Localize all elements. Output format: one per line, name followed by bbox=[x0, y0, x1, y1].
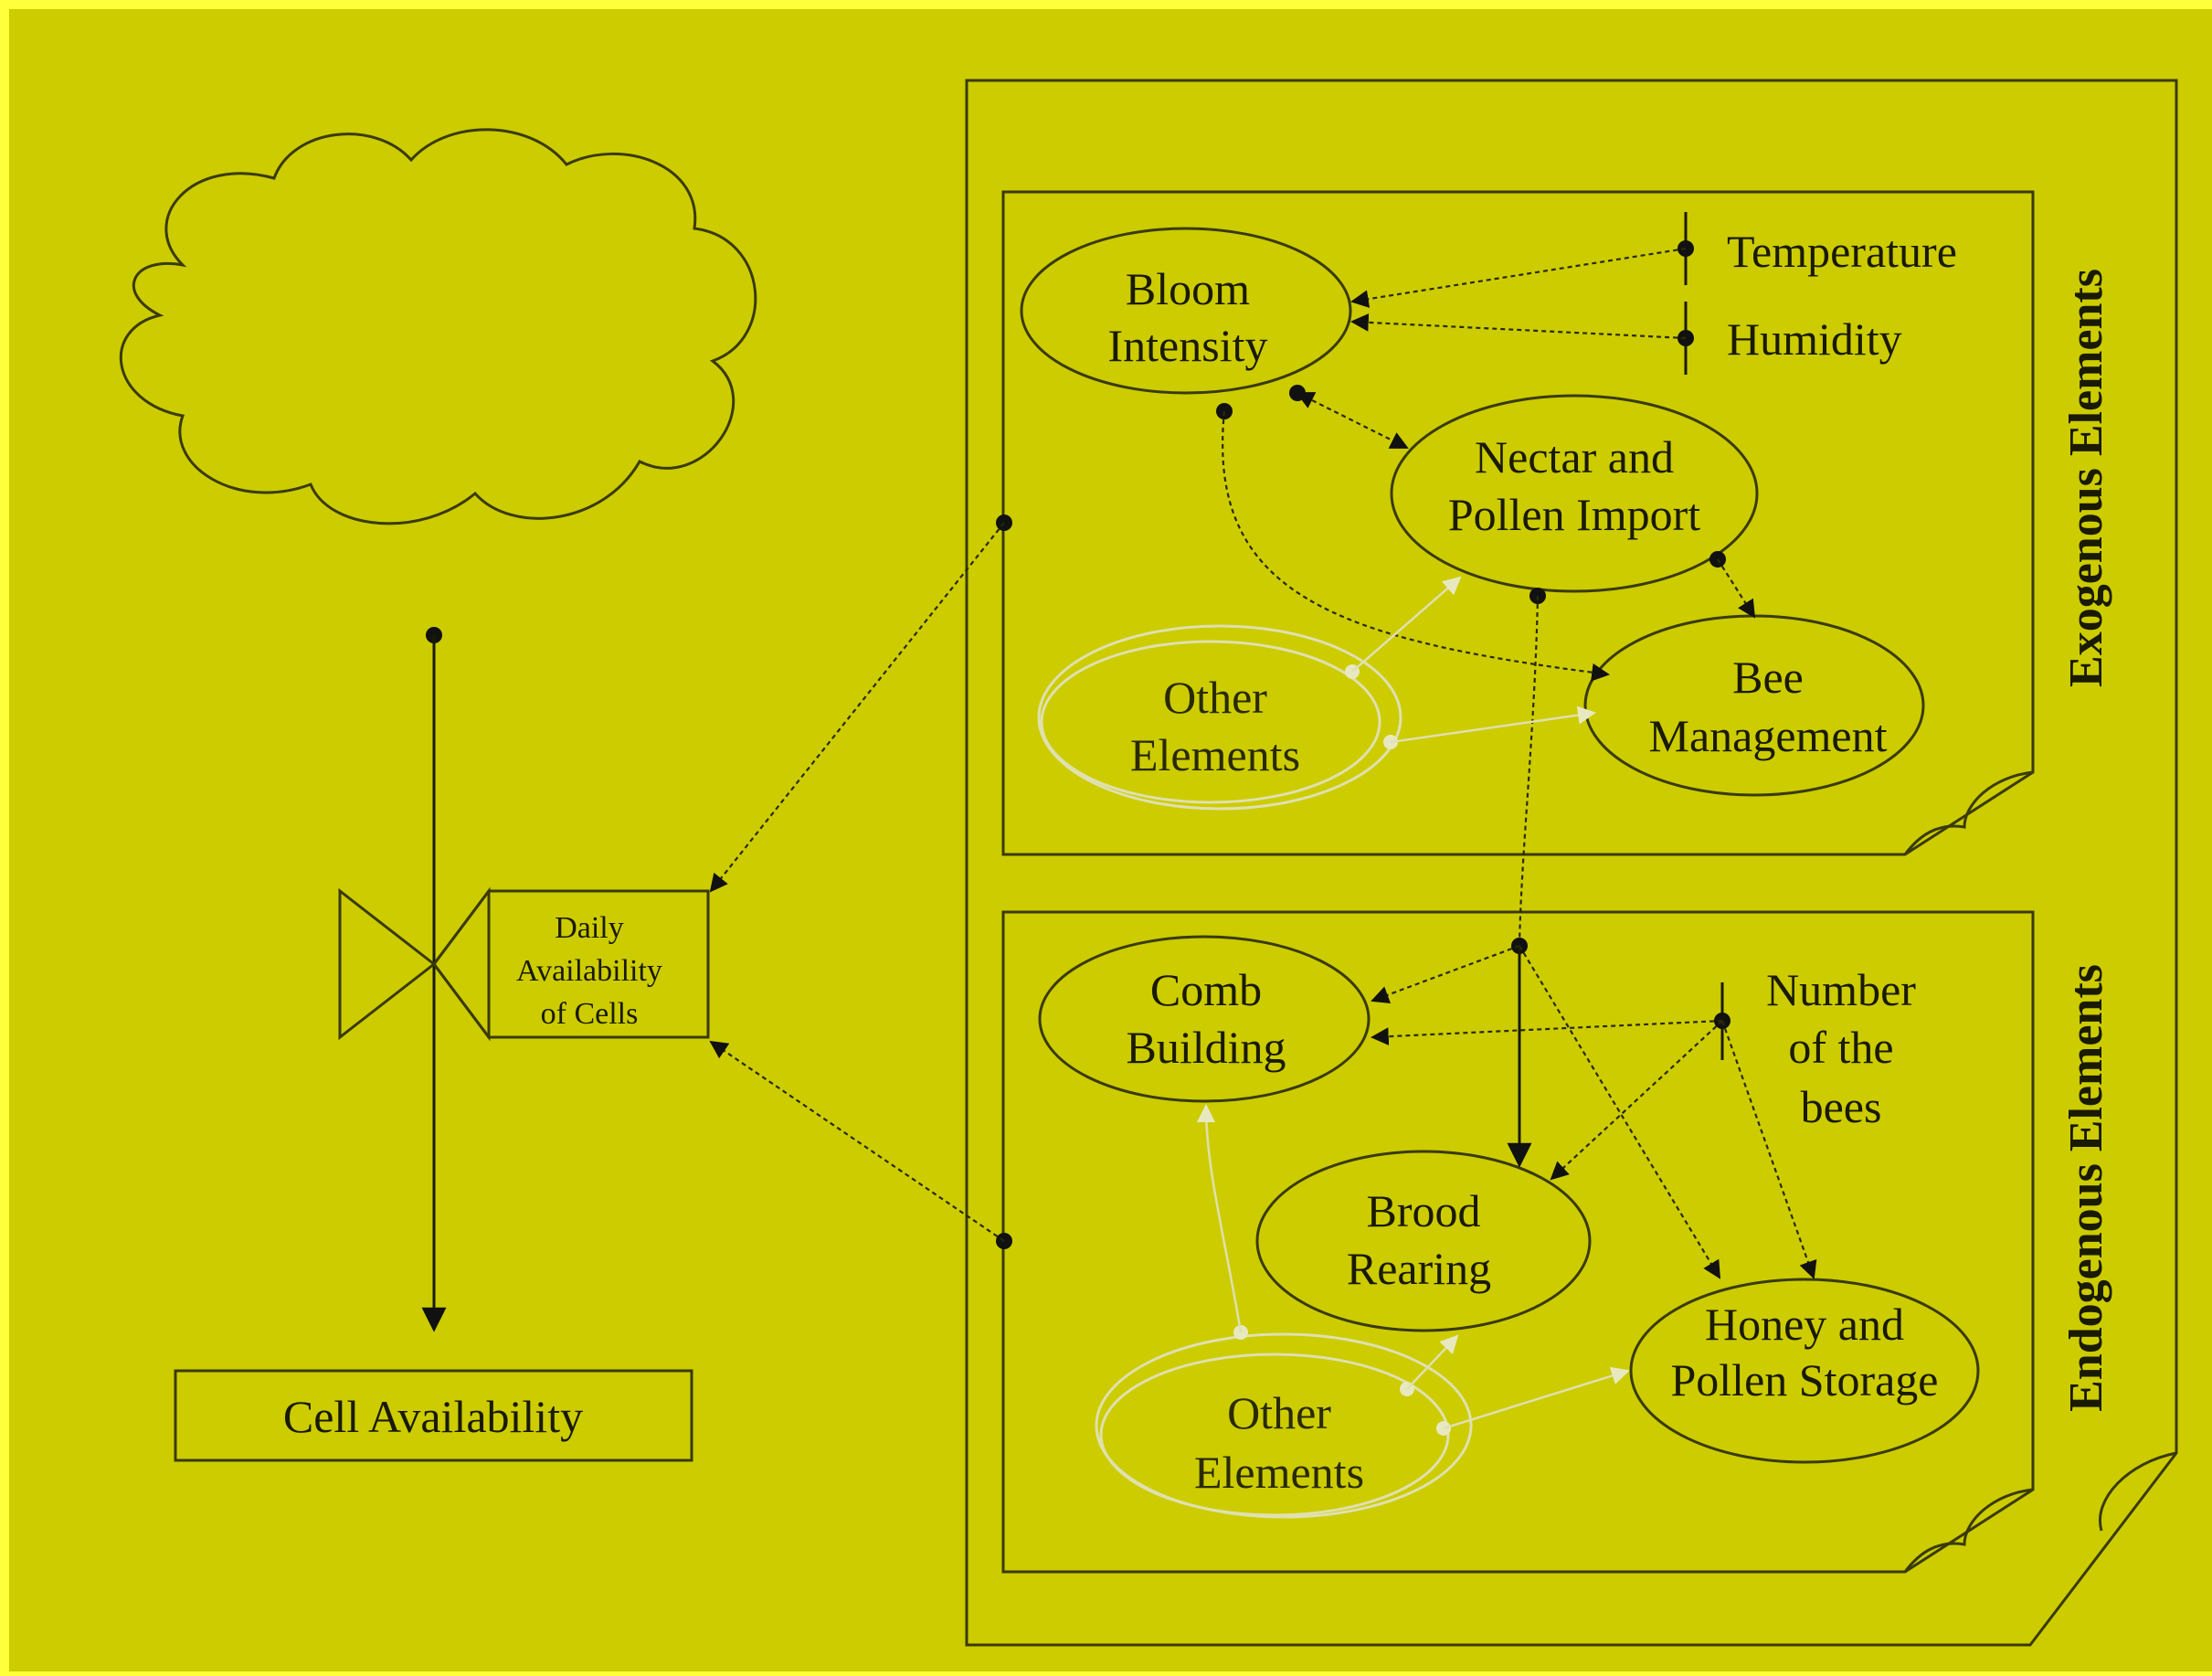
bees-label-3: bees bbox=[1801, 1081, 1882, 1132]
nectar-label-1: Nectar and bbox=[1475, 431, 1674, 483]
brood-rearing-node bbox=[1255, 1150, 1592, 1332]
outer-container bbox=[965, 79, 2178, 1647]
nectar-pollen-import-node bbox=[1390, 394, 1759, 593]
bees-to-brood-link bbox=[1550, 1020, 1723, 1181]
nectar-to-comb-link bbox=[1371, 944, 1520, 1004]
flow-label-line-2: Availability bbox=[516, 954, 662, 988]
honey-label-1: Honey and bbox=[1705, 1299, 1904, 1350]
flow-label-line-3: of Cells bbox=[541, 997, 639, 1031]
valve-left-icon bbox=[338, 887, 437, 1041]
bees-to-honey-link bbox=[1720, 1020, 1817, 1279]
bloom-intensity-node bbox=[1020, 227, 1352, 395]
honey-label-2: Pollen Storage bbox=[1670, 1354, 1938, 1406]
exo-other-to-nectar-link bbox=[1351, 576, 1462, 673]
bloom-nectar-link bbox=[1296, 392, 1409, 449]
brood-label-1: Brood bbox=[1367, 1185, 1481, 1236]
endogenous-other-label-1: Other bbox=[1227, 1387, 1331, 1438]
endo-other-to-brood-link bbox=[1406, 1334, 1459, 1390]
nectar-to-honey-link bbox=[1519, 945, 1721, 1279]
bees-to-comb-link bbox=[1371, 1019, 1723, 1046]
outer-curl bbox=[2099, 1451, 2177, 1532]
nectar-to-endogenous-link bbox=[1518, 595, 1540, 947]
bloom-to-bee-management-link bbox=[1222, 410, 1610, 682]
nectar-label-2: Pollen Import bbox=[1448, 489, 1700, 540]
bloom-label-1: Bloom bbox=[1126, 263, 1250, 314]
comb-label-1: Comb bbox=[1150, 964, 1262, 1015]
bees-label-1: Number bbox=[1766, 964, 1916, 1015]
endogenous-other-node bbox=[1095, 1332, 1473, 1519]
comb-label-2: Building bbox=[1126, 1022, 1286, 1073]
exogenous-other-label-1: Other bbox=[1163, 672, 1267, 723]
temperature-label: Temperature bbox=[1727, 226, 1957, 277]
exogenous-to-flow-link bbox=[709, 522, 1005, 893]
bee-mgmt-label-1: Bee bbox=[1732, 652, 1804, 703]
exogenous-curl bbox=[1903, 770, 2034, 855]
comb-building-node bbox=[1038, 935, 1371, 1103]
endo-other-to-comb-link bbox=[1197, 1104, 1243, 1333]
stock-label: Cell Availability bbox=[283, 1391, 583, 1442]
endogenous-curl bbox=[1903, 1488, 2034, 1573]
canvas-background bbox=[9, 9, 2212, 1671]
temperature-to-bloom-link bbox=[1350, 247, 1687, 308]
exogenous-other-node bbox=[1037, 624, 1402, 811]
endogenous-panel bbox=[1001, 910, 2035, 1574]
endogenous-title: Endogenous Elements bbox=[2060, 964, 2112, 1412]
endogenous-other-label-2: Elements bbox=[1194, 1447, 1364, 1498]
nectar-to-bee-management-link bbox=[1717, 558, 1756, 619]
humidity-to-bloom-link bbox=[1350, 313, 1687, 340]
bee-mgmt-label-2: Management bbox=[1648, 710, 1887, 761]
exogenous-panel bbox=[1001, 190, 2035, 856]
bees-label-2: of the bbox=[1788, 1022, 1893, 1073]
exogenous-title: Exogenous Elements bbox=[2060, 269, 2112, 687]
flow-rate-box bbox=[432, 889, 710, 1039]
exo-other-to-bee-link bbox=[1390, 705, 1596, 744]
flow-label-line-1: Daily bbox=[555, 911, 624, 945]
stock-box bbox=[174, 1369, 693, 1462]
humidity-label: Humidity bbox=[1727, 313, 1902, 365]
brood-label-2: Rearing bbox=[1347, 1243, 1491, 1294]
exogenous-other-label-2: Elements bbox=[1130, 729, 1300, 780]
endogenous-other-node-outline bbox=[1099, 1352, 1450, 1517]
bloom-label-2: Intensity bbox=[1108, 320, 1268, 371]
endogenous-to-flow-link bbox=[709, 1040, 1005, 1242]
endo-other-to-honey-link bbox=[1443, 1366, 1630, 1430]
source-cloud-icon bbox=[119, 128, 757, 525]
honey-pollen-storage-node bbox=[1629, 1278, 1980, 1464]
exogenous-other-node-outline bbox=[1040, 640, 1381, 804]
